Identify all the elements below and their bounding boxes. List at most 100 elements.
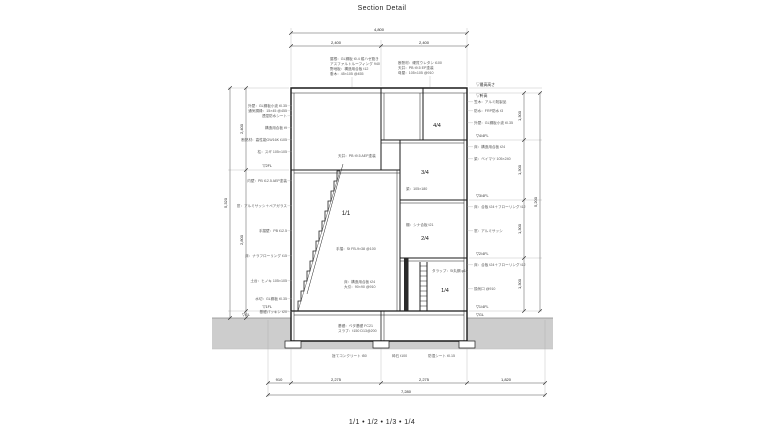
annotation-label: 手摺：St FB-9×38 @100 [336,246,376,251]
building-interior [292,89,466,341]
annotation-label: タラップ：St丸鋼 φ19 [432,268,468,273]
annotation-label: 土台：ヒノキ 105×105 [250,278,287,283]
dim-left-total: 5,320 [223,197,228,208]
dim-left-b: 2,800 [239,234,244,245]
footing-right [458,340,476,349]
stair-handrail [306,163,344,295]
room-label-2-4: 2/4 [421,236,429,242]
room-label-3-4: 3/4 [421,170,429,176]
annotation-label: 笠木：アルミ既製品 [474,99,507,104]
annotation-label: 床：合板 t24＋フローリング t12 [474,204,526,209]
dim-right-b: 1,300 [517,164,522,175]
dim-right-d: 1,300 [517,278,522,289]
footing-middle [372,340,390,349]
annotation-label: 断熱材：高性能GW16K t105 [241,137,287,142]
cut-wall [404,258,409,311]
annotation-label: 屋根：GL鋼板 t0.4 縦ハゼ葺き [330,56,379,61]
dimension-values: 4,800 2,400 2,400 910 2,275 2,275 1,820 … [223,27,538,394]
stair-stringer [297,170,341,312]
annotation-label: 外壁：GL鋼板小波 t0.35 [248,103,287,108]
dim-bottom-d: 1,820 [501,377,512,382]
ladder-rungs [420,265,427,307]
room-label-1-1: 1/1 [342,211,351,217]
room-labels: 1/1 4/4 3/4 2/4 1/4 [342,123,449,294]
room-label-1-4: 1/4 [441,288,449,294]
annotation-label: 換気口 @910 [474,286,495,291]
annotation-label: 窓：アルミサッシ＋ペアガラス [237,203,288,208]
level-eave: ▽軒高 [476,93,488,98]
dim-right-c: 1,300 [517,223,522,234]
drawing-caption: 1/1 • 1/2 • 1/3 • 1/4 [348,419,416,426]
annotation-label: 構造用合板 t9 [265,125,287,130]
annotation-label: 天井：PB t9.5 AEP塗装 [338,153,376,158]
level-gl-left: ▽GL [242,313,250,317]
dim-right-a: 1,300 [517,110,522,121]
annotation-label: 窓：アルミサッシ [474,228,503,233]
roof-annotations: 屋根：GL鋼板 t0.4 縦ハゼ葺き アスファルトルーフィング 940 野地板：… [330,56,442,76]
dim-top-a: 2,400 [331,40,342,45]
annotation-label: 断熱材：硬質ウレタン t100 [398,60,442,65]
annotation-label: 基礎：ベタ基礎 FC21 [338,323,373,328]
annotation-label: 垂木：45×105 @455 [330,71,364,76]
annotation-label: 野地板：構造用合板 t12 [330,66,368,71]
level-24fl: ▽2/4FL [476,252,489,256]
ladder [419,262,428,311]
dim-bottom-c: 2,275 [419,377,430,382]
annotation-leaders [287,76,473,312]
level-44fl: ▽4/4FL [476,134,489,138]
dim-bottom-a: 910 [276,377,283,382]
annotation-label: 母屋：105×105 @910 [398,70,434,75]
annotation-label: 水切：GL鋼板 t0.35 [255,296,287,301]
dim-bottom-total: 7,280 [401,389,412,394]
annotation-label: 捨てコンクリート t50 [332,353,367,358]
annotation-label: 砕石 t100 [392,353,407,358]
level-34fl: ▽3/4FL [476,194,489,198]
level-gl-right: ▽GL [476,313,484,317]
annotation-label: 床：ナラフローリング t15 [245,253,287,258]
annotation-label: 床：構造用合板 t24 [344,279,375,284]
level-1fl: ▽1FL [263,305,272,309]
annotation-label: アスファルトルーフィング 940 [330,61,380,66]
annotation-label: 透湿防水シート [262,113,288,118]
annotation-label: 通気胴縁：15×45 @455 [248,108,287,113]
annotation-label: 梁：105×180 [406,186,427,191]
dim-top-total: 4,800 [374,27,385,32]
interior-annotations: 天井：PB t9.5 AEP塗装 手摺：St FB-9×38 @100 床：構造… [336,153,468,289]
annotation-label: スラブ：t150 D13@200 [338,328,377,333]
dim-top-b: 2,400 [419,40,430,45]
right-annotations: 笠木：アルミ既製品 防水：FRP防水 t3 外壁：GL鋼板小波 t0.35 床：… [474,99,526,291]
dim-left-a: 2,400 [239,123,244,134]
footing-left [284,340,302,349]
foundation [284,311,476,349]
annotation-label: 防湿シート t0.15 [428,353,455,358]
annotation-label: 天井：PB t9.5 EP塗装 [398,65,434,70]
annotation-label: 梁：ベイマツ 105×240 [474,156,511,161]
dimension-ticks [227,30,548,398]
dim-right-total: 5,200 [533,196,538,207]
annotation-label: 防水：FRP防水 t3 [474,108,503,113]
extension-lines [228,28,546,397]
level-14fl: ▽1/4FL [476,305,489,309]
annotation-label: 柱：スギ 105×105 [258,149,287,154]
floor-slabs [291,139,467,316]
interior-walls [380,88,424,311]
room-label-4-4: 4/4 [433,123,441,129]
annotation-label: 内壁：PB t12.5 AEP塗装 [247,178,287,183]
dim-bottom-b: 2,275 [331,377,342,382]
ground-annotations: 基礎：ベタ基礎 FC21 スラブ：t150 D13@200 捨てコンクリート t… [332,323,455,358]
dimension-lines [229,32,545,396]
annotation-label: 手摺壁：PB t12.5 [259,228,287,233]
annotation-label: 床：構造用合板 t24 [474,144,505,149]
page-title: Section Detail [357,5,407,12]
stair [297,163,344,312]
ground-right [467,318,553,349]
level-markers: ▽2FL ▽1FL ▽GL ▽最高高さ ▽軒高 ▽4/4FL ▽3/4FL ▽2… [242,82,495,317]
annotation-label: 大引：90×90 @910 [344,284,376,289]
left-annotations: 外壁：GL鋼板小波 t0.35 通気胴縁：15×45 @455 透湿防水シート … [237,103,288,314]
level-max-height: ▽最高高さ [476,82,495,87]
annotation-label: 棚：シナ合板 t21 [406,222,434,227]
annotation-label: 外壁：GL鋼板小波 t0.35 [474,120,513,125]
ground-left [212,318,291,349]
